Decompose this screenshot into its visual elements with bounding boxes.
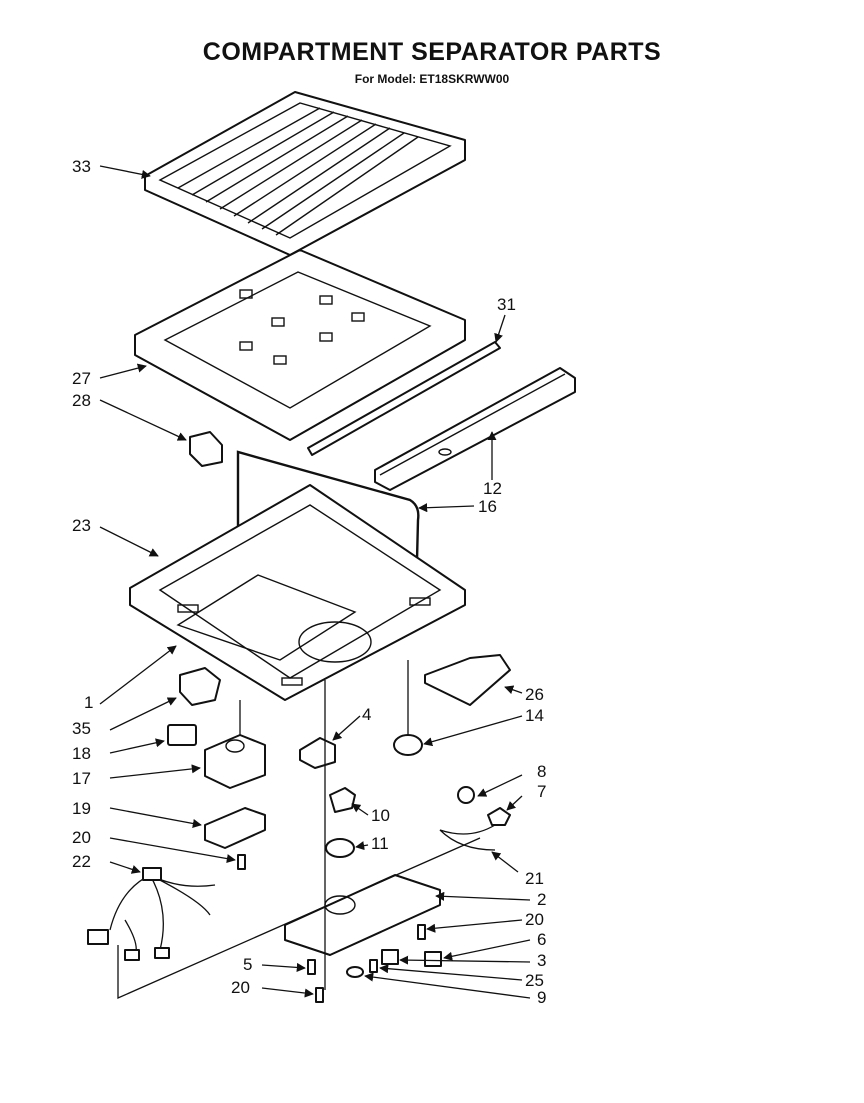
callout-16: 16	[478, 497, 497, 516]
model-subtitle: For Model: ET18SKRWW00	[354, 72, 510, 86]
part-28-block	[189, 431, 223, 467]
callout-10: 10	[371, 806, 390, 825]
part-27-frame	[134, 249, 466, 441]
part-3-terminal	[381, 949, 399, 965]
part-17-control-housing	[204, 734, 266, 789]
part-20-screw-c	[315, 987, 324, 1003]
callout-2: 2	[537, 890, 546, 909]
callout-19: 19	[72, 799, 91, 818]
part-4-bracket	[299, 737, 336, 769]
callout-3: 3	[537, 951, 546, 970]
part-26-insulation	[424, 654, 511, 706]
part-19-mounting-plate	[204, 807, 266, 849]
part-23-pan	[129, 484, 466, 701]
callout-5: 5	[243, 955, 252, 974]
callout-35: 35	[72, 719, 91, 738]
callout-1: 1	[84, 693, 93, 712]
leader-lines	[99, 165, 531, 999]
part-35-damper-knob	[179, 667, 221, 706]
part-33-grille	[144, 91, 466, 256]
callout-21: 21	[525, 869, 544, 888]
part-25-screw	[369, 959, 378, 973]
callout-18: 18	[72, 744, 91, 763]
part-20-screw-b	[417, 924, 426, 940]
diagram-title: COMPARTMENT SEPARATOR PARTS	[202, 38, 662, 66]
callout-23: 23	[72, 516, 91, 535]
callout-7: 7	[537, 782, 546, 801]
part-7-socket	[487, 807, 511, 826]
harness-bracket-line	[117, 837, 481, 999]
callout-labels: 33 31 27 28 12 16 23 1 26 35 14 4 18 17 …	[72, 157, 546, 1007]
part-22-wiring-harness	[87, 867, 216, 961]
callout-22: 22	[72, 852, 91, 871]
callout-31: 31	[497, 295, 516, 314]
callout-6: 6	[537, 930, 546, 949]
callout-25: 25	[525, 971, 544, 990]
part-11-knob	[325, 838, 355, 858]
part-5-screw	[307, 959, 316, 975]
callout-20: 20	[231, 978, 250, 997]
part-21-wire	[439, 824, 496, 851]
callout-12: 12	[483, 479, 502, 498]
callout-9: 9	[537, 988, 546, 1007]
part-14-grommet	[393, 734, 423, 756]
callout-28: 28	[72, 391, 91, 410]
callout-8: 8	[537, 762, 546, 781]
callout-17: 17	[72, 769, 91, 788]
callout-14: 14	[525, 706, 544, 725]
callout-33: 33	[72, 157, 91, 176]
callout-11: 11	[371, 834, 389, 853]
callout-20: 20	[525, 910, 544, 929]
part-2-light-housing	[284, 874, 441, 956]
part-20-screw-a	[237, 854, 246, 870]
part-9-washer	[346, 966, 364, 978]
callout-26: 26	[525, 685, 544, 704]
callout-20: 20	[72, 828, 91, 847]
callout-4: 4	[362, 705, 371, 724]
part-6-clip	[424, 951, 442, 967]
part-12-channel	[374, 367, 576, 491]
callout-27: 27	[72, 369, 91, 388]
part-31-strip	[307, 341, 501, 456]
part-8-light-bulb	[457, 786, 475, 804]
part-18-bezel	[167, 724, 197, 746]
part-10-switch	[329, 787, 356, 813]
part-16-wire	[236, 450, 420, 601]
guide-lines	[239, 660, 409, 990]
